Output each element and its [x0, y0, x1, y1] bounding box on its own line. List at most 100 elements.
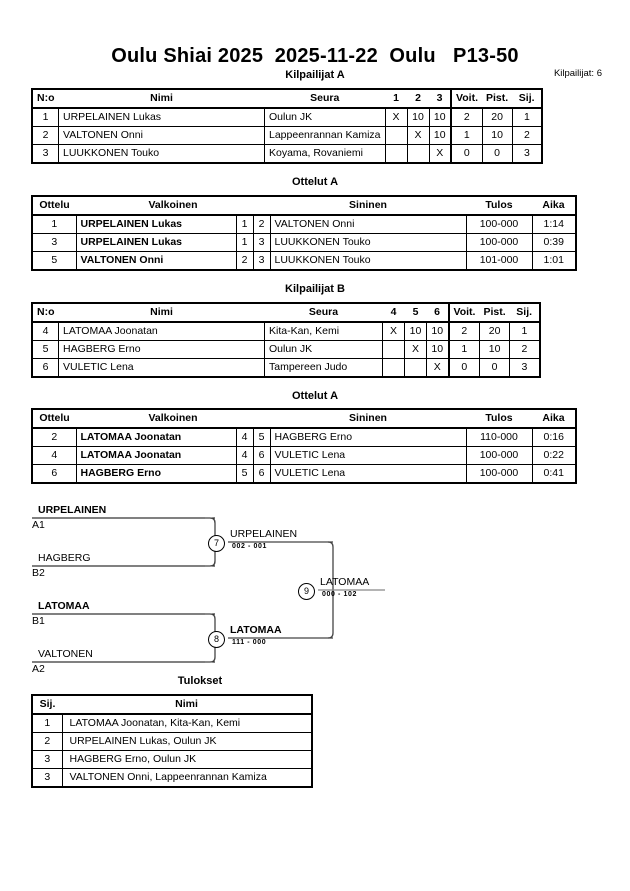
- cell-no: 1: [31, 107, 59, 127]
- cell-name: URPELAINEN Lukas, Oulun JK: [61, 732, 313, 751]
- bracket-entry-seed-4: A2: [32, 663, 45, 675]
- cell-time: 1:01: [531, 251, 577, 271]
- cell-blue: VULETIC Lena: [269, 446, 467, 465]
- cell-name: VULETIC Lena: [58, 358, 265, 378]
- heading-matches-b: Ottelut A: [291, 390, 339, 402]
- cell-vs-1: X: [382, 321, 405, 341]
- cell-points: 10: [481, 126, 513, 145]
- cell-no: 6: [31, 358, 59, 378]
- cell-time: 0:22: [531, 446, 577, 465]
- cell-time: 0:16: [531, 427, 577, 447]
- cell-white: URPELAINEN Lukas: [75, 233, 237, 252]
- col-points: Pist.: [479, 303, 510, 323]
- cell-white: URPELAINEN Lukas: [75, 214, 237, 234]
- col-score: Tulos: [466, 196, 532, 216]
- bracket-entry-name-1: URPELAINEN: [38, 504, 107, 516]
- cell-vs-2: X: [404, 340, 427, 359]
- cell-name: VALTONEN Onni: [58, 126, 265, 145]
- cell-blue-no: 6: [252, 446, 271, 465]
- cell-blue: LUUKKONEN Touko: [269, 233, 467, 252]
- elimination-bracket: URPELAINEN A1 HAGBERG B2 LATOMAA B1 VALT…: [0, 496, 630, 676]
- cell-vs-1: [384, 126, 408, 145]
- cell-name: LATOMAA Joonatan: [58, 321, 265, 341]
- cell-time: 0:39: [531, 233, 577, 252]
- cell-white: HAGBERG Erno: [75, 464, 237, 484]
- bracket-entry-seed-1: A1: [32, 519, 45, 531]
- cell-white-no: 1: [235, 233, 254, 252]
- cell-name: URPELAINEN Lukas: [58, 107, 265, 127]
- cell-white-no: 5: [235, 464, 254, 484]
- cell-wins: 1: [450, 126, 483, 145]
- cell-points: 20: [478, 321, 511, 341]
- cell-rank: 1: [509, 321, 541, 341]
- cell-white-no: 1: [235, 214, 254, 234]
- cell-vs-3: 10: [426, 321, 449, 341]
- cell-blue: VULETIC Lena: [269, 464, 467, 484]
- col-name: Nimi: [62, 695, 312, 715]
- heading-pool-a: Kilpailijat A: [285, 69, 345, 81]
- col-rank: Sij.: [512, 89, 543, 109]
- col-match-no: Ottelu: [32, 409, 76, 429]
- cell-position: 3: [31, 750, 63, 769]
- cell-no: 5: [31, 340, 59, 359]
- cell-name: LUUKKONEN Touko: [58, 144, 265, 164]
- col-vs-1: 1: [385, 89, 408, 109]
- page-title: Oulu Shiai 2025 2025-11-22 Oulu P13-50: [111, 45, 519, 67]
- bracket-entry-name-3: LATOMAA: [38, 600, 90, 612]
- cell-match-no: 6: [31, 464, 77, 484]
- cell-no: 4: [31, 321, 59, 341]
- bracket-score-semifinal-top: 002 - 001: [232, 543, 267, 550]
- bracket-entry-seed-2: B2: [32, 567, 45, 579]
- cell-white: LATOMAA Joonatan: [75, 446, 237, 465]
- cell-blue: LUUKKONEN Touko: [269, 251, 467, 271]
- col-white: Valkoinen: [76, 196, 270, 216]
- cell-match-no: 5: [31, 251, 77, 271]
- bracket-winner-semifinal-bottom: LATOMAA: [230, 624, 282, 636]
- cell-vs-2: 10: [406, 107, 430, 127]
- table-header-row: N:o Nimi Seura 1 2 3 Voit. Pist. Sij.: [32, 89, 543, 109]
- cell-rank: 2: [509, 340, 541, 359]
- cell-no: 3: [31, 144, 59, 164]
- col-wins: Voit.: [450, 89, 482, 109]
- cell-points: 20: [481, 107, 513, 127]
- heading-pool-b: Kilpailijat B: [285, 283, 345, 295]
- col-no: N:o: [32, 303, 59, 323]
- cell-rank: 2: [511, 126, 543, 145]
- cell-score: 100-000: [465, 446, 533, 465]
- cell-rank: 3: [511, 144, 543, 164]
- cell-match-no: 4: [31, 446, 77, 465]
- cell-blue-no: 3: [252, 251, 271, 271]
- cell-name: HAGBERG Erno: [58, 340, 265, 359]
- cell-points: 0: [478, 358, 511, 378]
- col-blue: Sininen: [270, 409, 466, 429]
- cell-white: LATOMAA Joonatan: [75, 427, 237, 447]
- heading-results: Tulokset: [177, 675, 223, 687]
- col-time: Aika: [532, 409, 576, 429]
- cell-rank: 3: [509, 358, 541, 378]
- cell-score: 100-000: [465, 233, 533, 252]
- col-no: N:o: [32, 89, 59, 109]
- cell-no: 2: [31, 126, 59, 145]
- col-club: Seura: [264, 89, 386, 109]
- cell-name: HAGBERG Erno, Oulun JK: [61, 750, 313, 769]
- heading-matches-a: Ottelut A: [291, 176, 339, 188]
- cell-vs-1: [384, 144, 408, 164]
- bracket-score-final: 000 - 102: [322, 591, 357, 598]
- col-name: Nimi: [58, 303, 265, 323]
- cell-vs-3: X: [426, 358, 449, 378]
- cell-match-no: 2: [31, 427, 77, 447]
- bracket-winner-semifinal-top: URPELAINEN: [230, 528, 298, 540]
- cell-time: 0:41: [531, 464, 577, 484]
- cell-score: 101-000: [465, 251, 533, 271]
- cell-vs-1: [382, 340, 405, 359]
- bracket-lines: [32, 517, 385, 663]
- cell-club: Kita-Kan, Kemi: [264, 321, 383, 341]
- table-header-row: N:o Nimi Seura 4 5 6 Voit. Pist. Sij.: [32, 303, 540, 323]
